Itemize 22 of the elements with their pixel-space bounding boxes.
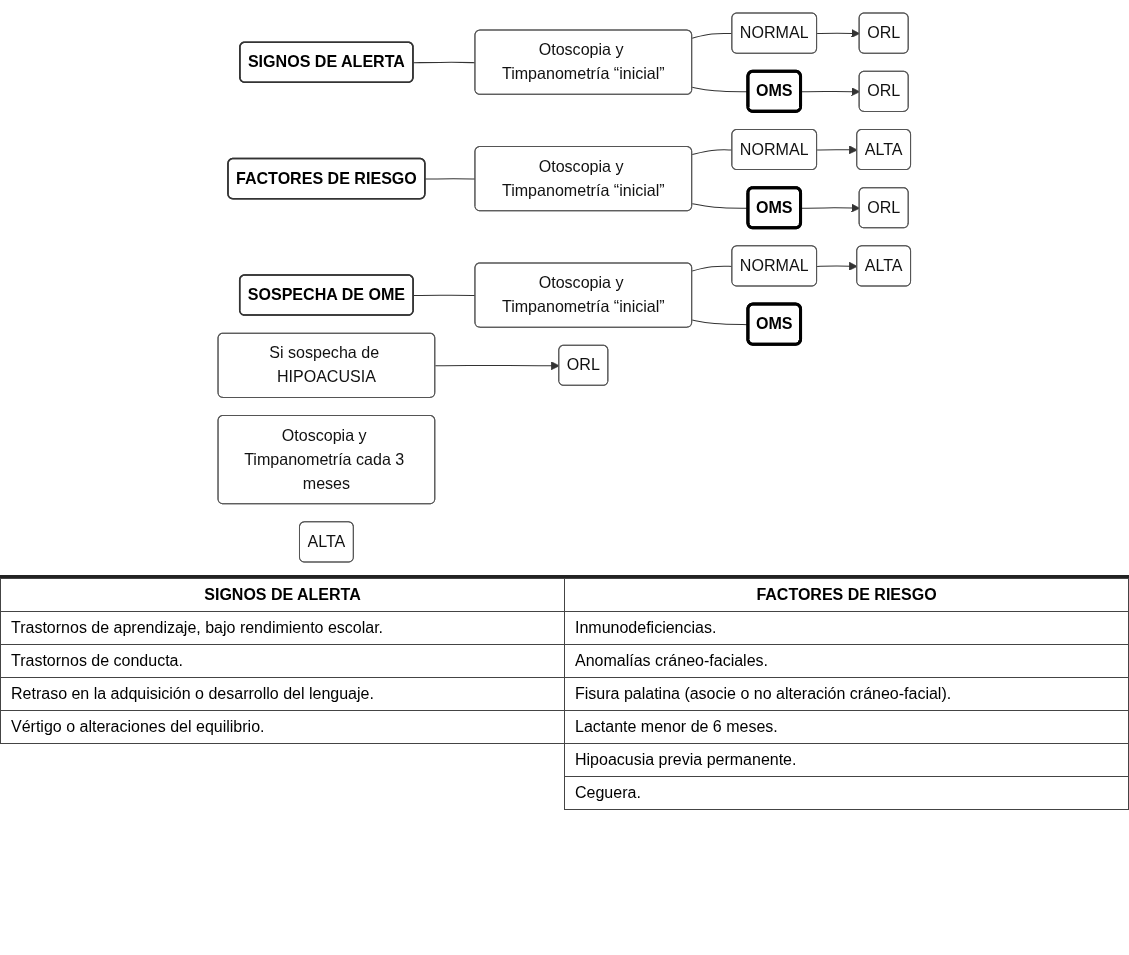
arrow bbox=[816, 261, 858, 271]
table-cell: Fisura palatina (asocie o no alteración cráneo-facial). bbox=[564, 677, 1129, 711]
table-cell: Trastornos de conducta. bbox=[0, 644, 565, 678]
connector bbox=[413, 294, 477, 297]
table-cell: Anomalías cráneo-faciales. bbox=[564, 644, 1129, 678]
connector bbox=[691, 265, 734, 272]
table-cell: Inmunodeficiencias. bbox=[564, 611, 1129, 645]
column-header: SIGNOS DE ALERTA bbox=[0, 578, 565, 612]
table-cell: Vértigo o alteraciones del equilibrio. bbox=[0, 710, 565, 744]
table-cell: Retraso en la adquisición o desarrollo del lenguaje. bbox=[0, 677, 565, 711]
table-cell: Trastornos de aprendizaje, bajo rendimiento escolar. bbox=[0, 611, 565, 645]
connector bbox=[691, 149, 734, 156]
connector bbox=[413, 61, 477, 64]
table-cell: Lactante menor de 6 meses. bbox=[564, 710, 1129, 744]
table-cell: Hipoacusia previa permanente. bbox=[564, 743, 1129, 777]
arrow bbox=[816, 145, 858, 155]
table-cell: Ceguera. bbox=[564, 776, 1129, 810]
column-header: FACTORES DE RIESGO bbox=[564, 578, 1129, 612]
arrow bbox=[435, 361, 560, 371]
connector bbox=[425, 178, 477, 180]
connector bbox=[691, 32, 734, 39]
arrow bbox=[816, 29, 861, 38]
